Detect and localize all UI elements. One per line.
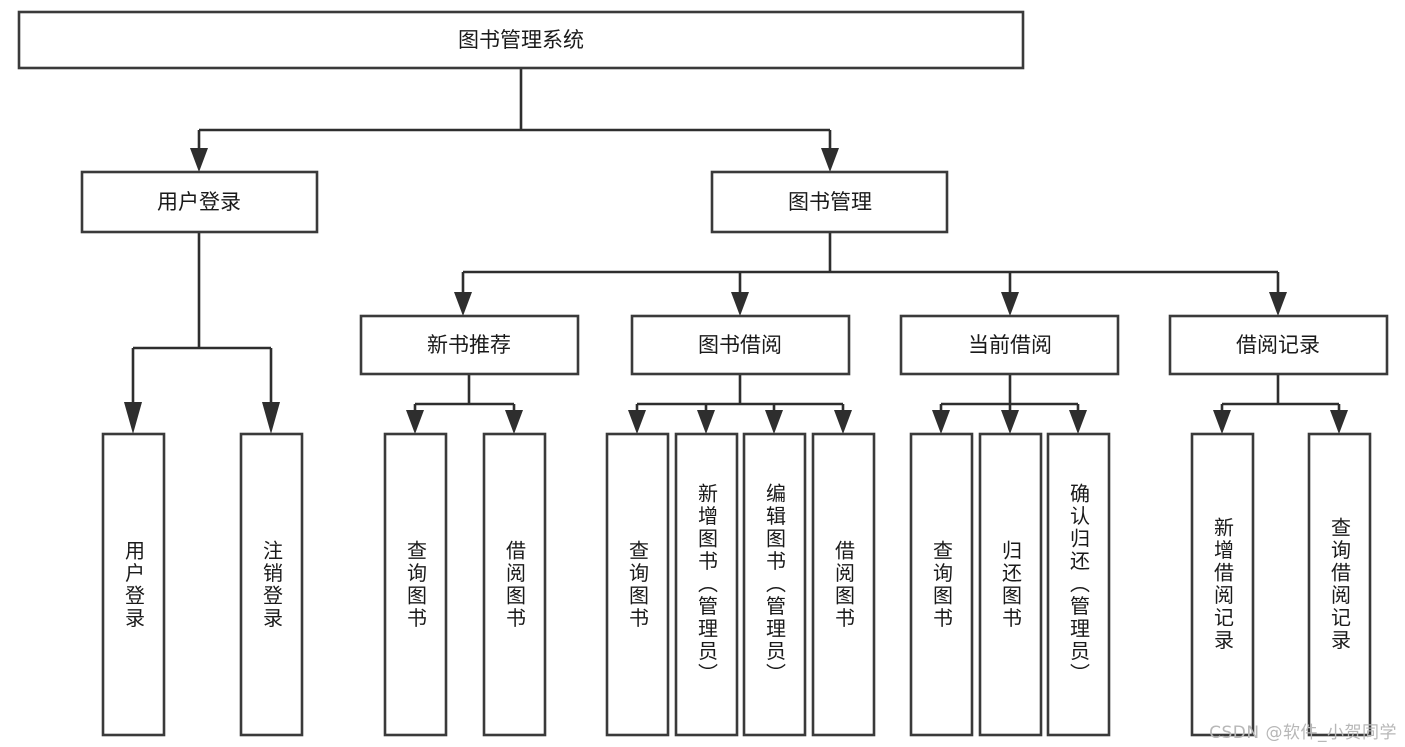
arrow-to-borrow-record [1269, 292, 1287, 316]
node-root[interactable]: 图书管理系统 [17, 10, 1025, 70]
arrow-to-leaf-edit-book [765, 410, 783, 434]
leaf-return-book-box[interactable] [978, 432, 1043, 737]
arrow-to-leaf-return-book [1001, 410, 1019, 434]
node-book-management-box[interactable] [710, 170, 949, 234]
node-borrow-record-box[interactable] [1168, 314, 1389, 376]
node-user-login-box[interactable] [80, 170, 319, 234]
node-root-box[interactable] [17, 10, 1025, 70]
leaf-query-book-2-box[interactable] [605, 432, 670, 737]
leaf-borrow-book-1-box[interactable] [482, 432, 547, 737]
leaf-user-login-box[interactable] [101, 432, 166, 737]
node-new-book-recommend-label: 新书推荐 [427, 333, 511, 357]
leaf-query-record-box[interactable] [1307, 432, 1372, 737]
arrow-to-leaf-query-book-3 [932, 410, 950, 434]
node-borrow-record-label: 借阅记录 [1236, 333, 1320, 357]
node-root-label: 图书管理系统 [458, 28, 584, 52]
arrow-to-current-borrow [1001, 292, 1019, 316]
watermark-text: CSDN @软件_小贺同学 [1209, 723, 1397, 743]
node-borrow-record[interactable]: 借阅记录 [1168, 314, 1389, 376]
node-book-management-label: 图书管理 [788, 190, 872, 214]
arrow-to-leaf-query-book-2 [628, 410, 646, 434]
connector-group [124, 68, 1348, 434]
leaf-confirm-return-box[interactable] [1046, 432, 1111, 737]
arrow-to-leaf-user-login [124, 402, 142, 434]
arrow-to-leaf-logout [262, 402, 280, 434]
leaf-query-book-3-box[interactable] [909, 432, 974, 737]
node-current-borrow-label: 当前借阅 [968, 333, 1052, 357]
arrow-to-leaf-confirm-return [1069, 410, 1087, 434]
leaf-logout-box[interactable] [239, 432, 304, 737]
arrow-to-leaf-add-book [697, 410, 715, 434]
node-new-book-recommend[interactable]: 新书推荐 [359, 314, 580, 376]
arrow-to-leaf-borrow-book-2 [834, 410, 852, 434]
arrow-to-user-login [190, 148, 208, 172]
leaf-add-record-box[interactable] [1190, 432, 1255, 737]
arrow-to-leaf-query-book-1 [406, 410, 424, 434]
arrow-to-book-borrow [731, 292, 749, 316]
node-current-borrow-box[interactable] [899, 314, 1120, 376]
leaf-query-book-1-box[interactable] [383, 432, 448, 737]
arrow-to-book-management [821, 148, 839, 172]
arrow-to-leaf-query-record [1330, 410, 1348, 434]
node-user-login-label: 用户登录 [157, 190, 241, 214]
leaf-add-book-box[interactable] [674, 432, 739, 737]
node-book-management[interactable]: 图书管理 [710, 170, 949, 234]
leaf-borrow-book-2-box[interactable] [811, 432, 876, 737]
arrow-to-leaf-borrow-book-1 [505, 410, 523, 434]
node-book-borrow-label: 图书借阅 [698, 333, 782, 357]
node-new-book-recommend-box[interactable] [359, 314, 580, 376]
node-book-borrow[interactable]: 图书借阅 [630, 314, 851, 376]
node-book-borrow-box[interactable] [630, 314, 851, 376]
arrow-to-leaf-add-record [1213, 410, 1231, 434]
arrow-to-new-book-recommend [454, 292, 472, 316]
leaf-edit-book-box[interactable] [742, 432, 807, 737]
node-current-borrow[interactable]: 当前借阅 [899, 314, 1120, 376]
leaf-box-group [101, 432, 1372, 737]
node-user-login[interactable]: 用户登录 [80, 170, 319, 234]
